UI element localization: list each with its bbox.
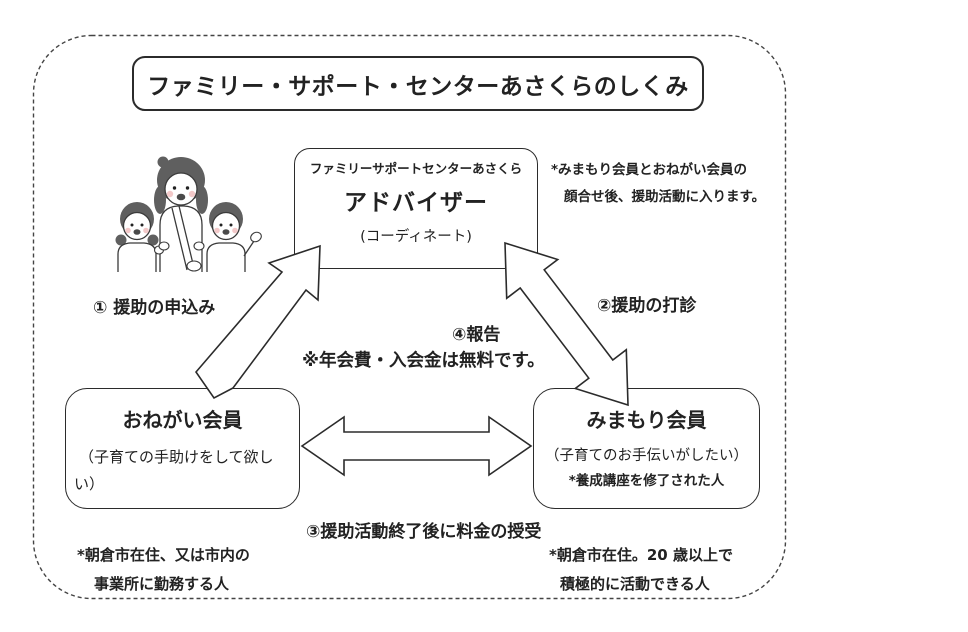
mimamori-member-desc: （子育てのお手伝いがしたい） — [545, 448, 748, 464]
meeting-note-line1: *みまもり会員とおねがい会員の — [551, 162, 748, 178]
mimamori-eligibility-note: *朝倉市在住。20 歳以上で 積極的に活動できる人 — [549, 541, 733, 599]
fee-note-label: ※年会費・入会金は無料です。 — [302, 351, 545, 371]
diagram-title: ファミリー・サポート・センターあさくらのしくみ — [147, 73, 689, 100]
mimamori-eligibility-line1: *朝倉市在住。20 歳以上で — [549, 546, 733, 564]
onegai-member-desc-line1: （子育ての手助けをして欲し — [79, 448, 274, 466]
mimamori-member-box: みまもり会員 （子育てのお手伝いがしたい） *養成講座を修了された人 — [533, 388, 760, 509]
advisor-role: (コーディネート) — [360, 229, 472, 245]
step2-label: ②援助の打診 — [597, 296, 697, 316]
advisor-subtitle: ファミリーサポートセンターあさくら — [309, 161, 523, 176]
step3-label: ③援助活動終了後に料金の授受 — [306, 522, 542, 542]
onegai-member-desc-line2: い） — [74, 475, 105, 493]
arrow-step3-fee-exchange — [300, 415, 533, 477]
mimamori-member-qualification: *養成講座を修了された人 — [568, 473, 725, 489]
advisor-box: ファミリーサポートセンターあさくら アドバイザー (コーディネート) — [294, 148, 538, 269]
step4-label: ④報告 — [452, 325, 501, 345]
arrow-step1-request — [194, 244, 321, 400]
step1-label: ① 援助の申込み — [93, 298, 216, 318]
onegai-member-name: おねがい会員 — [122, 408, 243, 432]
onegai-member-box: おねがい会員 （子育ての手助けをして欲し い） — [65, 388, 300, 509]
advisor-name: アドバイザー — [344, 190, 488, 216]
onegai-eligibility-line1: *朝倉市在住、又は市内の — [77, 546, 250, 564]
family-illustration-icon — [115, 156, 262, 272]
onegai-eligibility-note: *朝倉市在住、又は市内の 事業所に勤務する人 — [77, 541, 250, 599]
meeting-note: *みまもり会員とおねがい会員の 顔合せ後、援助活動に入ります。 — [551, 157, 765, 211]
mimamori-member-name: みまもり会員 — [586, 408, 707, 432]
onegai-eligibility-line2: 事業所に勤務する人 — [94, 575, 230, 593]
diagram-title-box: ファミリー・サポート・センターあさくらのしくみ — [132, 56, 704, 111]
meeting-note-line2: 顔合せ後、援助活動に入ります。 — [564, 189, 766, 205]
mimamori-eligibility-line2: 積極的に活動できる人 — [560, 575, 710, 593]
